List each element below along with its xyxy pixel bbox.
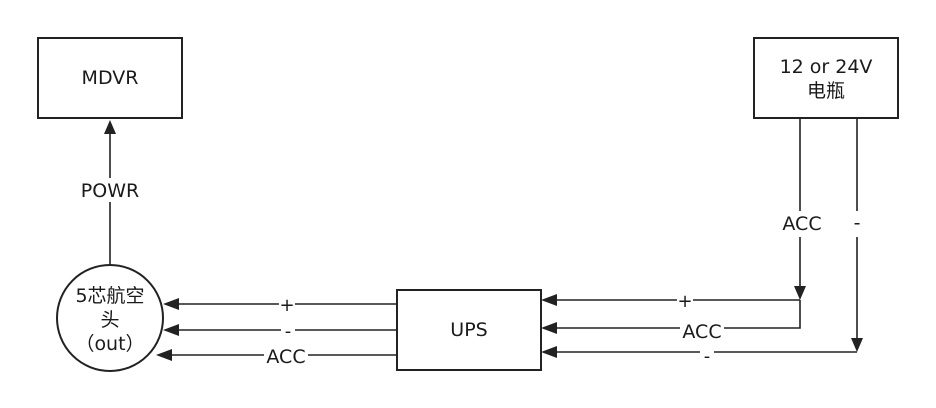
- out-acc-label: ACC: [266, 346, 305, 368]
- edge-out-plus: +: [163, 295, 397, 316]
- arrow-head-down: [794, 286, 806, 300]
- edge-ups-in-plus: +: [541, 291, 800, 312]
- ups-box: [396, 289, 542, 371]
- arrow-head-left: [156, 349, 172, 361]
- mdvr-node: MDVR: [37, 37, 183, 119]
- edge-out-minus: -: [163, 321, 397, 342]
- arrow-head-up: [104, 120, 116, 134]
- battery-box: [753, 37, 899, 119]
- connector-label-type: 5芯航空: [75, 285, 144, 307]
- out-plus-label: +: [279, 295, 294, 316]
- out-acc-label-bg: [264, 345, 308, 367]
- arrow-head-down: [851, 338, 863, 352]
- out-minus-label: -: [285, 321, 292, 342]
- mdvr-label: MDVR: [82, 67, 139, 89]
- out-minus-label-bg: [281, 322, 295, 340]
- arrow-head-left: [163, 298, 179, 310]
- edge-ups-in-acc: ACC: [541, 300, 801, 343]
- out-plus-label-bg: [279, 296, 295, 314]
- battery-label-name: 电瓶: [807, 80, 845, 102]
- connector-label-head: 头: [100, 309, 119, 331]
- battery-label-voltage: 12 or 24V: [780, 56, 873, 78]
- connector-node: 5芯航空 头 （out）: [56, 264, 164, 372]
- power-label-bg: [78, 178, 142, 202]
- edge-power-to-mdvr: POWR: [78, 120, 142, 265]
- ups-node: UPS: [396, 289, 542, 371]
- battery-acc-label-bg: [780, 211, 824, 237]
- battery-node: 12 or 24V 电瓶: [753, 37, 899, 119]
- arrow-head-left: [541, 346, 557, 358]
- edge-battery-acc: ACC: [780, 118, 824, 300]
- edge-out-acc: ACC: [156, 345, 397, 368]
- mdvr-box: [37, 37, 183, 119]
- power-label: POWR: [81, 180, 139, 202]
- edge-battery-minus: -: [850, 118, 864, 352]
- ups-in-plus-label-bg: [677, 292, 693, 310]
- ups-in-minus-label-bg: [700, 346, 714, 366]
- battery-minus-label: -: [854, 212, 861, 234]
- battery-minus-label-bg: [850, 211, 864, 237]
- ups-in-plus-label: +: [677, 291, 692, 312]
- arrow-head-left: [163, 324, 179, 336]
- ups-in-acc-wire: [555, 300, 801, 329]
- connector-label-out: （out）: [75, 333, 144, 355]
- ups-in-acc-label-bg: [680, 319, 724, 341]
- ups-label: UPS: [450, 319, 487, 341]
- ups-in-minus-label: -: [704, 346, 711, 367]
- edge-ups-in-minus: -: [541, 346, 857, 367]
- ups-in-acc-label: ACC: [682, 321, 721, 343]
- battery-acc-label: ACC: [782, 213, 821, 235]
- arrow-head-left: [541, 322, 557, 334]
- arrow-head-left: [541, 294, 557, 306]
